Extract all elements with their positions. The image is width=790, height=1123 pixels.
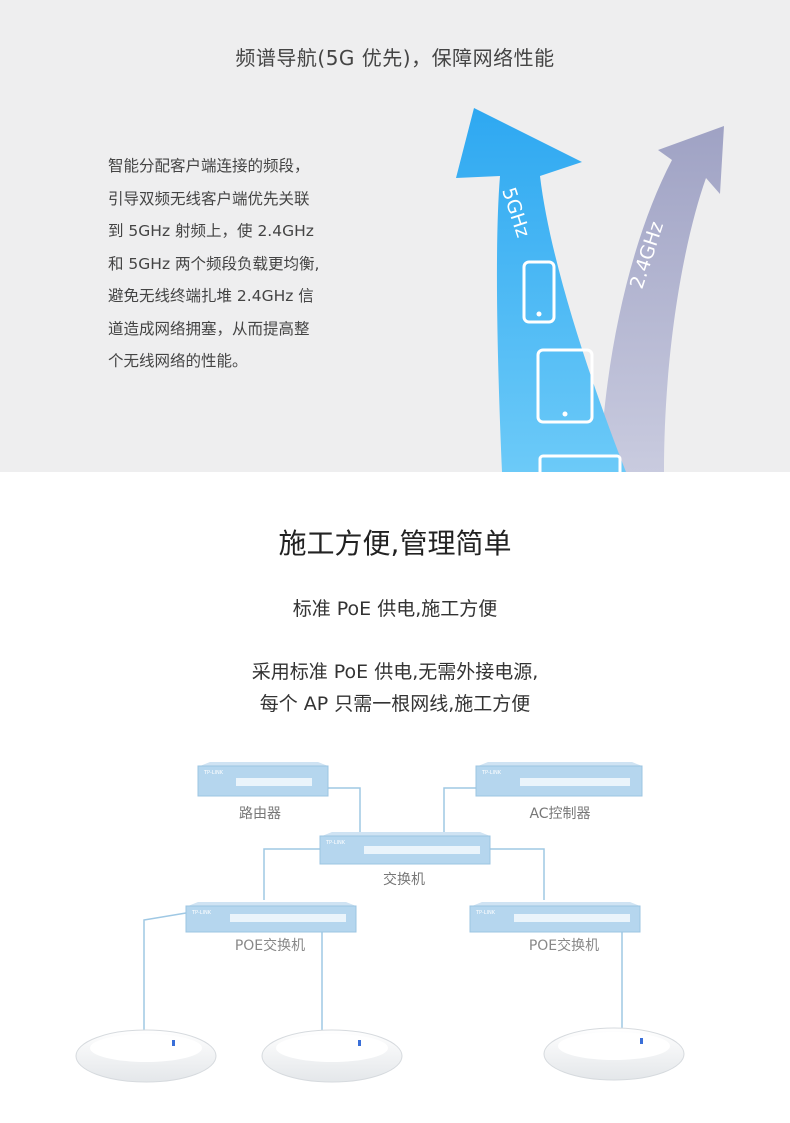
- access-point-icon: [543, 1027, 685, 1081]
- poe-switch-left-device: TP-LINK: [185, 902, 357, 933]
- access-point-icon: [261, 1029, 403, 1083]
- poe-description-line: 采用标准 PoE 供电,无需外接电源,: [251, 661, 539, 683]
- phone-icon: [522, 260, 556, 324]
- poe-description: 采用标准 PoE 供电,无需外接电源, 每个 AP 只需一根网线,施工方便: [0, 656, 790, 720]
- description-line: 引导双频无线客户端优先关联: [108, 189, 310, 208]
- router-label: 路由器: [239, 806, 281, 822]
- router-device: TP-LINK: [197, 762, 329, 797]
- band-arrows-illustration: 5GHz 2.4GHz: [456, 108, 724, 472]
- ac-controller-label: AC控制器: [529, 806, 590, 822]
- core-switch-label: 交换机: [383, 871, 425, 888]
- device-brand: TP-LINK: [203, 770, 224, 776]
- ac-controller-device: TP-LINK: [475, 762, 643, 797]
- description-line: 避免无线终端扎堆 2.4GHz 信: [108, 287, 314, 305]
- device-brand: TP-LINK: [325, 840, 346, 846]
- band-steering-title: 频谱导航(5G 优先)，保障网络性能: [235, 46, 555, 70]
- device-brand: TP-LINK: [475, 910, 496, 916]
- description-line: 和 5GHz 两个频段负载更均衡,: [108, 254, 320, 273]
- poe-switch-right-label: POE交换机: [529, 937, 599, 954]
- band-steering-section: 频谱导航(5G 优先)，保障网络性能 智能分配客户端连接的频段， 引导双频无线客…: [0, 0, 790, 472]
- poe-subtitle: 标准 PoE 供电,施工方便: [292, 598, 498, 620]
- device-brand: TP-LINK: [191, 910, 212, 916]
- description-line: 到 5GHz 射频上，使 2.4GHz: [108, 222, 314, 240]
- device-brand: TP-LINK: [481, 770, 502, 776]
- arrow-5ghz: [456, 108, 626, 472]
- description-line: 道造成网络拥塞，从而提高整: [108, 319, 310, 338]
- laptop-icon: [538, 454, 622, 472]
- core-switch-device: TP-LINK: [319, 832, 491, 865]
- description-line: 个无线网络的性能。: [108, 352, 248, 370]
- arrow-24ghz: [600, 126, 724, 472]
- tablet-icon: [536, 348, 594, 424]
- band-steering-description: 智能分配客户端连接的频段， 引导双频无线客户端优先关联 到 5GHz 射频上，使…: [108, 150, 368, 378]
- poe-switch-right-device: TP-LINK: [469, 902, 641, 933]
- access-point-icon: [75, 1029, 217, 1083]
- network-topology-diagram: TP-LINK 路由器 TP-LINK AC控制器 TP-LINK 交换机 TP…: [75, 762, 685, 1083]
- poe-switch-left-label: POE交换机: [235, 937, 305, 954]
- description-line: 智能分配客户端连接的频段，: [108, 157, 310, 175]
- poe-description-line: 每个 AP 只需一根网线,施工方便: [259, 693, 531, 715]
- construction-title: 施工方便,管理简单: [278, 527, 512, 560]
